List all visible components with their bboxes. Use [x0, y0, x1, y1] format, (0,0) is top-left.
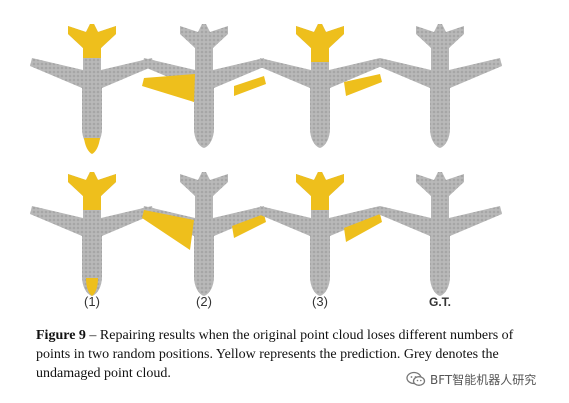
prediction-nose [86, 278, 98, 296]
prediction-tail [68, 24, 116, 58]
prediction-right-wing [234, 76, 266, 96]
caption-text: – Repairing results when the original po… [36, 328, 514, 381]
watermark-text: BFT智能机器人研究 [430, 372, 537, 387]
column-label-2: (2) [196, 294, 212, 309]
figure-number: Figure 9 [36, 328, 86, 343]
column-label-3: (3) [312, 294, 328, 309]
figure-caption: Figure 9 – Repairing results when the or… [36, 326, 536, 383]
plane-2-top [142, 24, 266, 148]
plane-2-bottom [142, 172, 266, 296]
prediction-left-wing [142, 210, 194, 250]
column-label-gt: G.T. [428, 295, 451, 309]
plane-1-top [30, 24, 154, 154]
plane-3-top [258, 24, 382, 148]
prediction-tail [296, 24, 344, 62]
prediction-tail [68, 172, 116, 210]
prediction-tail [296, 172, 344, 210]
plane-gt-bottom [378, 172, 502, 296]
prediction-nose [84, 138, 100, 154]
wechat-icon [406, 371, 426, 386]
column-label-1: (1) [84, 294, 100, 309]
plane-gt-top [378, 24, 502, 148]
watermark: BFT智能机器人研究 [406, 369, 536, 389]
plane-3-bottom [258, 172, 382, 296]
prediction-right-wing [344, 74, 382, 96]
prediction-left-wing [142, 74, 195, 102]
prediction-right-wing [344, 214, 382, 242]
prediction-right-wing [232, 214, 266, 238]
plane-1-bottom [30, 172, 154, 296]
